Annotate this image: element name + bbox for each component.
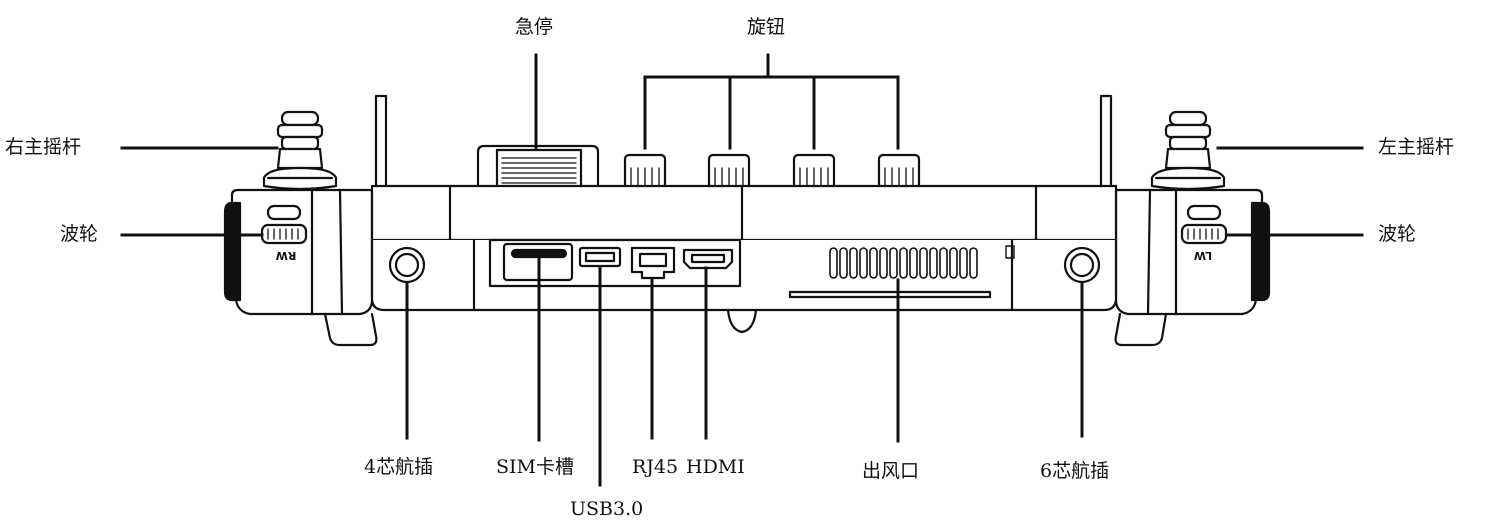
label-usb30: USB3.0 bbox=[570, 498, 644, 520]
label-sim-slot: SIM卡槽 bbox=[496, 456, 574, 478]
left-scroll-wheel bbox=[1180, 204, 1228, 245]
label-emergency-stop: 急停 bbox=[515, 16, 554, 38]
label-knobs: 旋钮 bbox=[747, 16, 786, 38]
antenna-left bbox=[374, 94, 388, 190]
callout-lines bbox=[120, 53, 1364, 487]
label-hdmi: HDMI bbox=[686, 456, 745, 478]
label-left-main-joystick: 左主摇杆 bbox=[1378, 136, 1455, 158]
aviation-plug-4pin bbox=[388, 246, 426, 284]
center-body bbox=[370, 184, 1118, 334]
sim-slot bbox=[510, 248, 568, 259]
air-outlet-vents bbox=[829, 247, 978, 279]
hdmi-port bbox=[682, 248, 734, 270]
label-scroll-wheel-left: 波轮 bbox=[1378, 223, 1417, 245]
line-knobs bbox=[643, 53, 900, 150]
usb3-port bbox=[578, 246, 622, 268]
label-aviation-plug-6pin: 6芯航插 bbox=[1040, 460, 1110, 482]
left-joystick bbox=[1150, 110, 1226, 191]
antenna-right bbox=[1099, 94, 1113, 190]
right-scroll-wheel bbox=[260, 204, 308, 245]
label-rj45: RJ45 bbox=[632, 456, 679, 478]
knob-4 bbox=[877, 153, 921, 190]
rj45-port bbox=[630, 246, 676, 280]
right-joystick bbox=[262, 110, 338, 191]
label-scroll-wheel-right: 波轮 bbox=[60, 223, 99, 245]
label-aviation-plug-4pin: 4芯航插 bbox=[364, 456, 434, 478]
knob-3 bbox=[792, 153, 836, 190]
label-air-outlet: 出风口 bbox=[862, 460, 920, 482]
aviation-plug-6pin bbox=[1063, 246, 1101, 284]
right-wheel-mark: RW bbox=[276, 249, 297, 262]
right-grip bbox=[223, 188, 378, 347]
knob-1 bbox=[623, 153, 667, 190]
small-indicator bbox=[1005, 245, 1015, 259]
label-right-main-joystick: 右主摇杆 bbox=[5, 136, 82, 158]
left-grip bbox=[1114, 188, 1271, 347]
knob-2 bbox=[707, 153, 751, 190]
left-wheel-mark: LW bbox=[1194, 249, 1212, 262]
emergency-stop-button bbox=[476, 144, 600, 190]
